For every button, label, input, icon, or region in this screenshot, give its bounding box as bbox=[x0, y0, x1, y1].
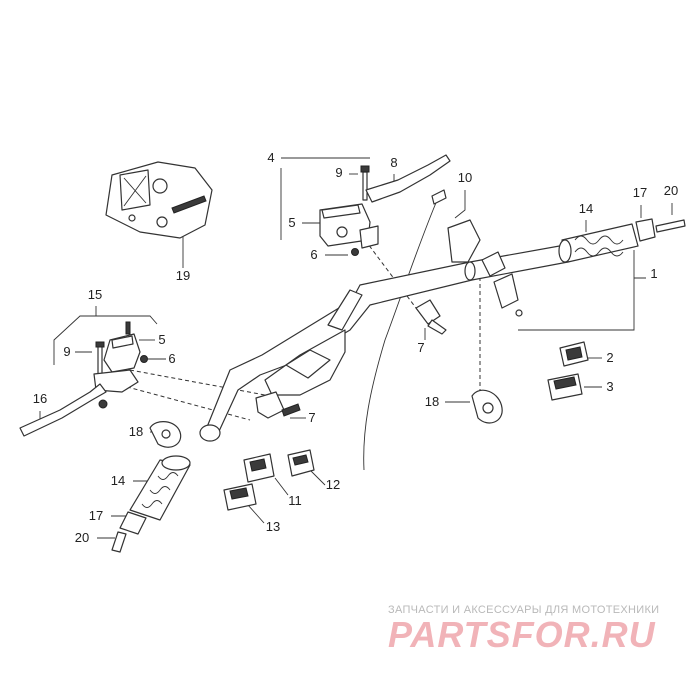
leader-13 bbox=[247, 504, 265, 524]
callout-c16: 16 bbox=[33, 391, 47, 406]
leader-4 bbox=[280, 157, 370, 240]
left-grip bbox=[111, 455, 191, 553]
switch-2 bbox=[559, 341, 589, 367]
left-clamp bbox=[255, 391, 301, 419]
watermark-caption: ЗАПЧАСТИ И АКСЕССУАРЫ ДЛЯ МОТОТЕХНИКИ bbox=[388, 604, 660, 616]
leader-10 bbox=[454, 190, 466, 219]
callout-c7b: 7 bbox=[308, 410, 315, 425]
switch-13 bbox=[223, 483, 257, 511]
callout-c14b: 14 bbox=[111, 473, 125, 488]
callout-c10: 10 bbox=[458, 170, 472, 185]
callout-c19: 19 bbox=[176, 268, 190, 283]
callout-c12: 12 bbox=[326, 477, 340, 492]
right-grip bbox=[558, 218, 686, 263]
callout-c11: 11 bbox=[288, 493, 302, 508]
callout-c15: 15 bbox=[88, 287, 102, 302]
callout-c2: 2 bbox=[606, 350, 613, 365]
callout-c17a: 17 bbox=[633, 185, 647, 200]
switch-11 bbox=[243, 453, 275, 483]
callout-c13: 13 bbox=[266, 519, 280, 534]
callout-c6a: 6 bbox=[310, 247, 317, 262]
callout-c3: 3 bbox=[606, 379, 613, 394]
right-switch-housing bbox=[447, 219, 523, 317]
right-master-cylinder bbox=[319, 154, 451, 256]
leader-11 bbox=[274, 477, 289, 496]
watermark-logo: PARTSFOR.RU bbox=[388, 614, 656, 655]
callout-c20b: 20 bbox=[75, 530, 89, 545]
leader-15 bbox=[53, 306, 158, 365]
callout-c4: 4 bbox=[267, 150, 274, 165]
gasket-18-right bbox=[471, 389, 503, 424]
callout-c7a: 7 bbox=[417, 340, 424, 355]
callout-c8: 8 bbox=[390, 155, 397, 170]
callout-c9b: 9 bbox=[63, 344, 70, 359]
callout-c14a: 14 bbox=[579, 201, 593, 216]
leader-1 bbox=[518, 257, 646, 331]
callout-c1: 1 bbox=[650, 266, 657, 281]
callout-c20a: 20 bbox=[664, 183, 678, 198]
left-master-cylinder bbox=[93, 321, 148, 409]
callout-c6b: 6 bbox=[168, 351, 175, 366]
callout-c17b: 17 bbox=[89, 508, 103, 523]
handlebar bbox=[199, 244, 569, 442]
callout-c5a: 5 bbox=[288, 215, 295, 230]
reservoir-cover-19 bbox=[105, 161, 213, 239]
callout-c9a: 9 bbox=[335, 165, 342, 180]
clutch-lever-16 bbox=[19, 383, 107, 437]
leader-12 bbox=[309, 469, 326, 486]
callout-c5b: 5 bbox=[158, 332, 165, 347]
switch-12 bbox=[287, 449, 315, 477]
cable-end bbox=[431, 189, 447, 205]
switch-3 bbox=[547, 373, 583, 401]
gasket-18-left bbox=[149, 421, 182, 448]
callout-c18b: 18 bbox=[129, 424, 143, 439]
right-clamp bbox=[415, 299, 447, 335]
assembly-line-left bbox=[119, 369, 266, 421]
callout-c18a: 18 bbox=[425, 394, 439, 409]
throttle-cable bbox=[363, 197, 439, 471]
